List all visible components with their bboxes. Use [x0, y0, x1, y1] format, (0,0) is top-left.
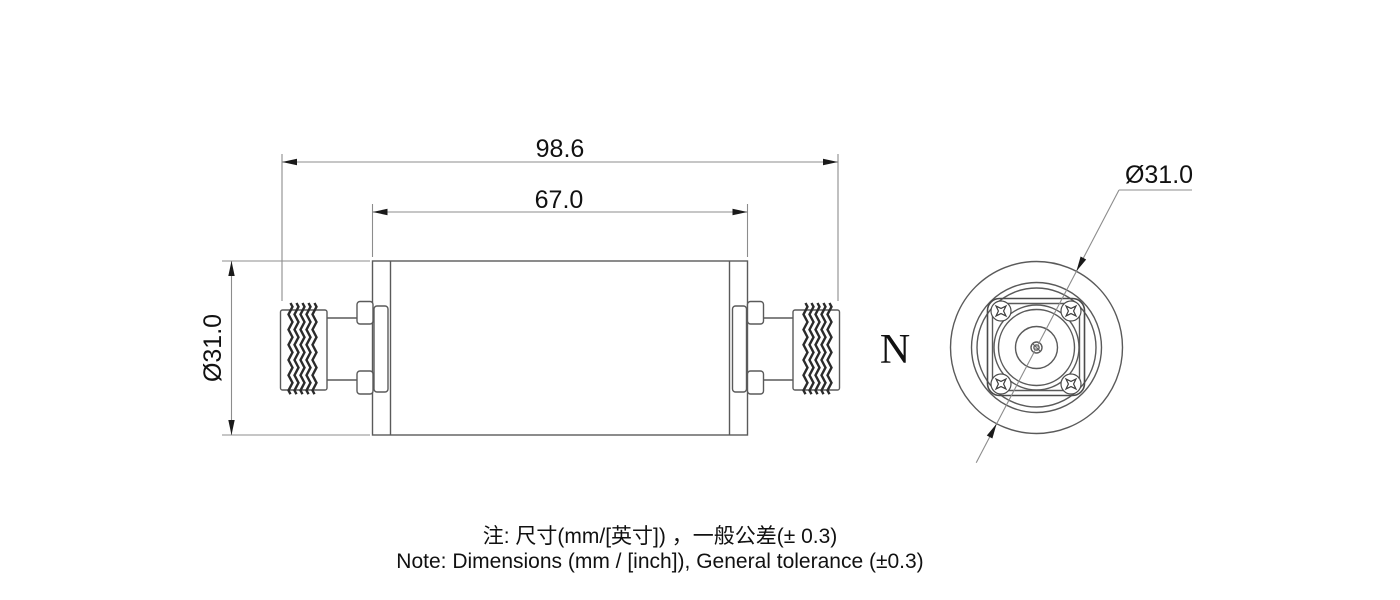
left-bottom-tab: [356, 370, 374, 395]
insulator-circle: [1014, 325, 1059, 370]
note-line-english: Note: Dimensions (mm / [inch]), General …: [396, 550, 923, 573]
arrow-right: [823, 158, 838, 166]
screw-top-left: [990, 300, 1012, 322]
screw-bottom-left: [990, 373, 1012, 395]
leader-diagonal: [975, 189, 1120, 463]
left-top-tab: [356, 300, 374, 325]
arrow-left: [372, 208, 388, 216]
cap-circle-inner: [976, 287, 1097, 408]
cap-circle-outer: [970, 281, 1103, 414]
arrow-left: [282, 158, 297, 166]
center-pin-outer: [1030, 341, 1043, 354]
right-top-tab: [746, 300, 765, 325]
dimension-side-diameter: Ø31.0: [199, 260, 370, 436]
dimension-body-length: 67.0: [371, 186, 749, 257]
screw-bottom-right: [1060, 373, 1082, 395]
body-outline: [371, 260, 749, 436]
connector-type-label: N: [880, 327, 910, 373]
flange-square-outer: [986, 297, 1086, 397]
end-diameter-value: Ø31.0: [1125, 161, 1193, 189]
side-diameter-value: Ø31.0: [199, 314, 227, 382]
arrow-top: [228, 261, 235, 276]
left-flange-edge: [373, 305, 389, 393]
side-view: [279, 260, 841, 436]
body-length-value: 67.0: [535, 186, 584, 214]
screw-top-right: [1060, 300, 1082, 322]
note-line-chinese: 注: 尺寸(mm/[英寸]) ，一般公差(± 0.3): [483, 525, 838, 548]
arrow-top-right: [1076, 256, 1087, 272]
dimension-overall-length: 98.6: [281, 135, 839, 301]
arrow-bottom: [228, 420, 235, 435]
arrow-right: [732, 208, 748, 216]
dimension-end-diameter: Ø31.0: [975, 161, 1193, 463]
right-connector: [746, 300, 841, 396]
arrow-bottom-left: [986, 423, 997, 439]
connector-ring-inner: [997, 308, 1076, 387]
overall-length-value: 98.6: [536, 135, 585, 163]
right-flange-edge: [731, 305, 748, 393]
end-view: Ø31.0: [949, 161, 1193, 463]
device-body: [371, 260, 749, 436]
left-connector: [279, 300, 374, 396]
connector-ring-outer: [993, 304, 1080, 391]
center-pin-inner: [1033, 344, 1040, 351]
right-bottom-tab: [746, 370, 765, 395]
outer-body-circle: [949, 260, 1124, 435]
notes: 注: 尺寸(mm/[英寸]) ，一般公差(± 0.3) Note: Dimens…: [396, 525, 923, 573]
